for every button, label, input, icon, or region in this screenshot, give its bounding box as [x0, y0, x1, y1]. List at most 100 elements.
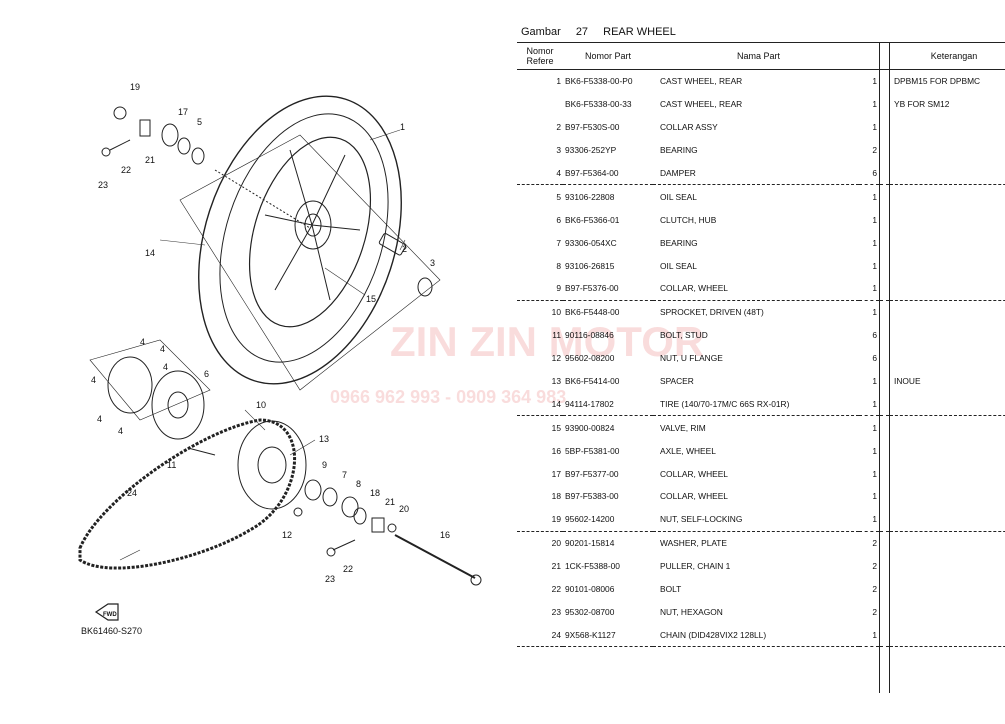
gap-cell — [879, 600, 890, 624]
svg-text:4: 4 — [163, 362, 168, 372]
qty-cell: 1 — [859, 369, 880, 393]
col-ref: Nomor Refere — [517, 42, 563, 70]
part-name-cell: COLLAR, WHEEL — [653, 277, 859, 301]
gap-cell — [879, 277, 890, 301]
figure-title: REAR WHEEL — [603, 26, 676, 38]
hub — [294, 200, 332, 250]
part-name-cell: NUT, HEXAGON — [660, 606, 723, 617]
chain — [78, 418, 296, 570]
svg-text:4: 4 — [97, 414, 102, 424]
remarks-cell — [890, 347, 1005, 370]
ref-cell: 18 — [551, 491, 561, 502]
gap-cell — [879, 138, 890, 162]
parts-list-sheet: Gambar 27 REAR WHEEL Nomor Refere Nomor … — [517, 22, 1005, 722]
part-name-cell: COLLAR, WHEEL — [660, 491, 728, 502]
qty-cell: 1 — [859, 300, 880, 324]
part-name-cell: DAMPER — [653, 161, 859, 186]
gap-cell — [879, 507, 890, 532]
ref-cell: 17 — [551, 468, 561, 479]
svg-text:4: 4 — [118, 426, 123, 436]
ref-cell: 1 — [556, 76, 561, 87]
part-number-cell: 93900-00824 — [565, 422, 615, 433]
col-remarks: Keterangan — [889, 42, 1005, 70]
empty-cell — [563, 670, 653, 693]
part-number-cell: BK6-F5366-01 — [565, 214, 620, 225]
ref-cell: 21 — [551, 561, 561, 572]
part-name-cell: NUT, U FLANGE — [660, 353, 723, 364]
ref-cell: 7 — [556, 237, 561, 248]
svg-text:4: 4 — [91, 375, 96, 385]
empty-cell — [859, 670, 880, 694]
gap-cell — [879, 439, 890, 463]
ref-cell: 19 — [517, 507, 563, 532]
part-number-cell: 90116-08846 — [565, 330, 614, 341]
svg-text:9: 9 — [322, 460, 327, 470]
ref-cell: 23 — [551, 606, 561, 617]
svg-text:20: 20 — [399, 504, 409, 514]
part-number-cell: BK6-F5448-00 — [565, 307, 620, 318]
remarks-cell — [890, 300, 1005, 323]
part-name-cell: VALVE, RIM — [660, 422, 706, 433]
gap-cell — [879, 300, 890, 324]
qty-cell: 2 — [859, 554, 880, 578]
gap-cell — [879, 346, 890, 370]
rear-wheel-drawing: 1 2 3 4 4 4 4 4 4 5 6 7 8 9 10 11 12 13 … — [78, 82, 482, 636]
qty-cell: 2 — [859, 531, 880, 555]
svg-text:4: 4 — [160, 344, 165, 354]
part-name-cell: TIRE (140/70-17M/C 66S RX-01R) — [653, 392, 859, 417]
qty-cell: 1 — [859, 92, 880, 116]
gap-cell — [879, 415, 890, 440]
part-name-cell: BEARING — [660, 145, 698, 156]
svg-text:3: 3 — [430, 258, 435, 268]
remarks-cell — [890, 116, 1005, 139]
part-name-cell: CAST WHEEL, REAR — [660, 76, 743, 87]
ref-cell: 8 — [556, 260, 561, 271]
ref-cell: 20 — [551, 538, 561, 549]
remarks-cell — [889, 161, 1005, 186]
part-name-cell: COLLAR ASSY — [660, 122, 718, 133]
table-header-row: Nomor Refere Nomor Part Nama Part Ketera… — [517, 42, 1005, 70]
qty-cell: 2 — [859, 577, 880, 601]
empty-cell — [890, 647, 1005, 670]
part-number-cell: 93306-054XC — [565, 237, 617, 248]
remarks-cell — [889, 507, 1005, 532]
rim — [248, 136, 372, 328]
part-name-cell: PULLER, CHAIN 1 — [660, 561, 731, 572]
qty-cell: 1 — [859, 439, 880, 463]
figure-heading: Gambar 27 REAR WHEEL — [521, 26, 688, 38]
remarks-cell — [890, 231, 1005, 254]
qty-cell: 6 — [859, 346, 880, 370]
remarks-cell — [890, 578, 1005, 601]
remarks-cell — [890, 185, 1005, 208]
callout-labels: 1 2 3 4 4 4 4 4 4 5 6 7 8 9 10 11 12 13 … — [81, 82, 450, 636]
qty-cell: 6 — [859, 323, 880, 347]
part-name-cell: AXLE, WHEEL — [660, 445, 716, 456]
qty-cell: 1 — [859, 507, 880, 532]
part-name-cell: COLLAR, WHEEL — [660, 468, 728, 479]
part-name-cell: BOLT — [660, 584, 682, 595]
gap-cell — [879, 208, 890, 232]
remarks-cell — [890, 416, 1005, 439]
tire-outline — [198, 95, 402, 385]
empty-cell — [653, 670, 859, 693]
qty-cell: 1 — [859, 623, 880, 648]
svg-text:14: 14 — [145, 248, 155, 258]
svg-text:6: 6 — [204, 369, 209, 379]
gap-cell — [879, 69, 890, 93]
part-name-cell: CAST WHEEL, REAR — [660, 99, 743, 110]
part-number-cell: B97-F5383-00 — [565, 491, 619, 502]
svg-text:12: 12 — [282, 530, 292, 540]
empty-row — [517, 646, 1005, 671]
qty-cell: 1 — [859, 415, 880, 440]
qty-cell: 2 — [859, 138, 880, 162]
svg-text:8: 8 — [356, 479, 361, 489]
part-number-cell: 90201-15814 — [565, 538, 615, 549]
remarks-cell — [890, 139, 1005, 162]
